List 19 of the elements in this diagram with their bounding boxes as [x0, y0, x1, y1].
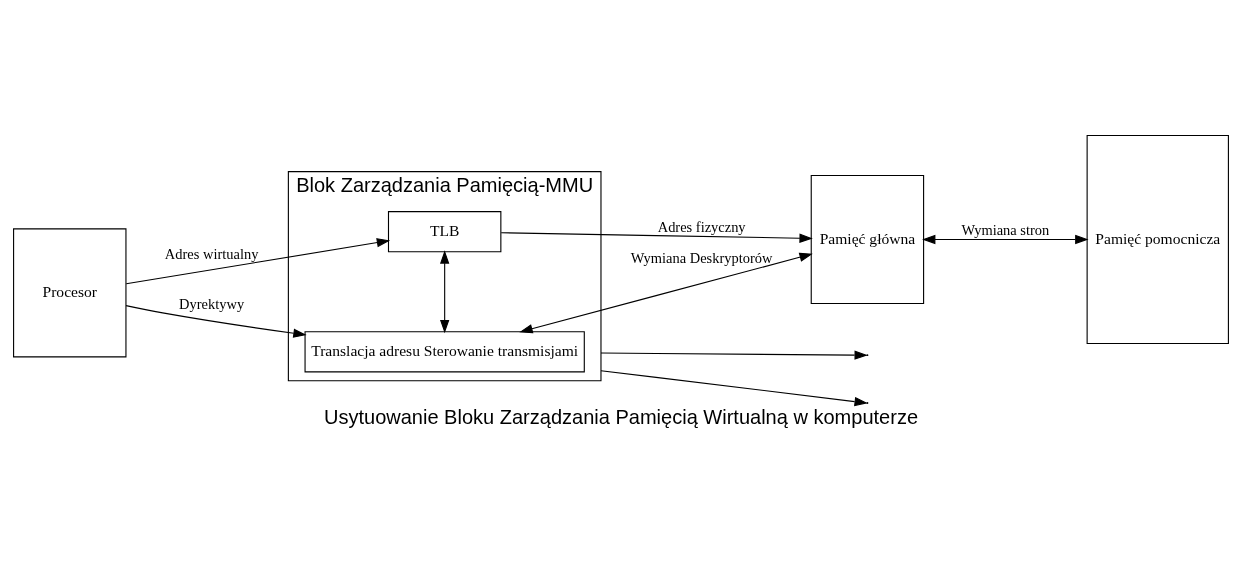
arrow: [600, 349, 868, 360]
arrow: [922, 234, 1089, 244]
caption: Usytuowanie Bloku Zarządzania Pamięcią Wirtualną w komputerze: [323, 405, 919, 428]
edge-label: Dyrektywy: [179, 295, 245, 312]
edge-label: Adres fizyczny: [657, 218, 746, 235]
arrow: [125, 304, 307, 338]
arrow: [125, 237, 391, 284]
edge-label: Adres wirtualny: [164, 245, 259, 262]
arrow: [440, 249, 450, 333]
node-box: Translacja adresu Sterowanie transmisjami: [304, 330, 585, 372]
arrow: [500, 231, 813, 243]
node-box: Procesor: [13, 227, 127, 357]
arrow: [600, 369, 868, 406]
node-box: Pamięć główna: [810, 174, 925, 304]
arrow: [519, 252, 813, 333]
node-box: Pamięć pomocnicza: [1086, 134, 1229, 344]
edge-label: Wymiana Deskryptorów: [630, 249, 773, 266]
node-box: TLB: [387, 210, 502, 252]
edge-label: Wymiana stron: [961, 221, 1050, 238]
